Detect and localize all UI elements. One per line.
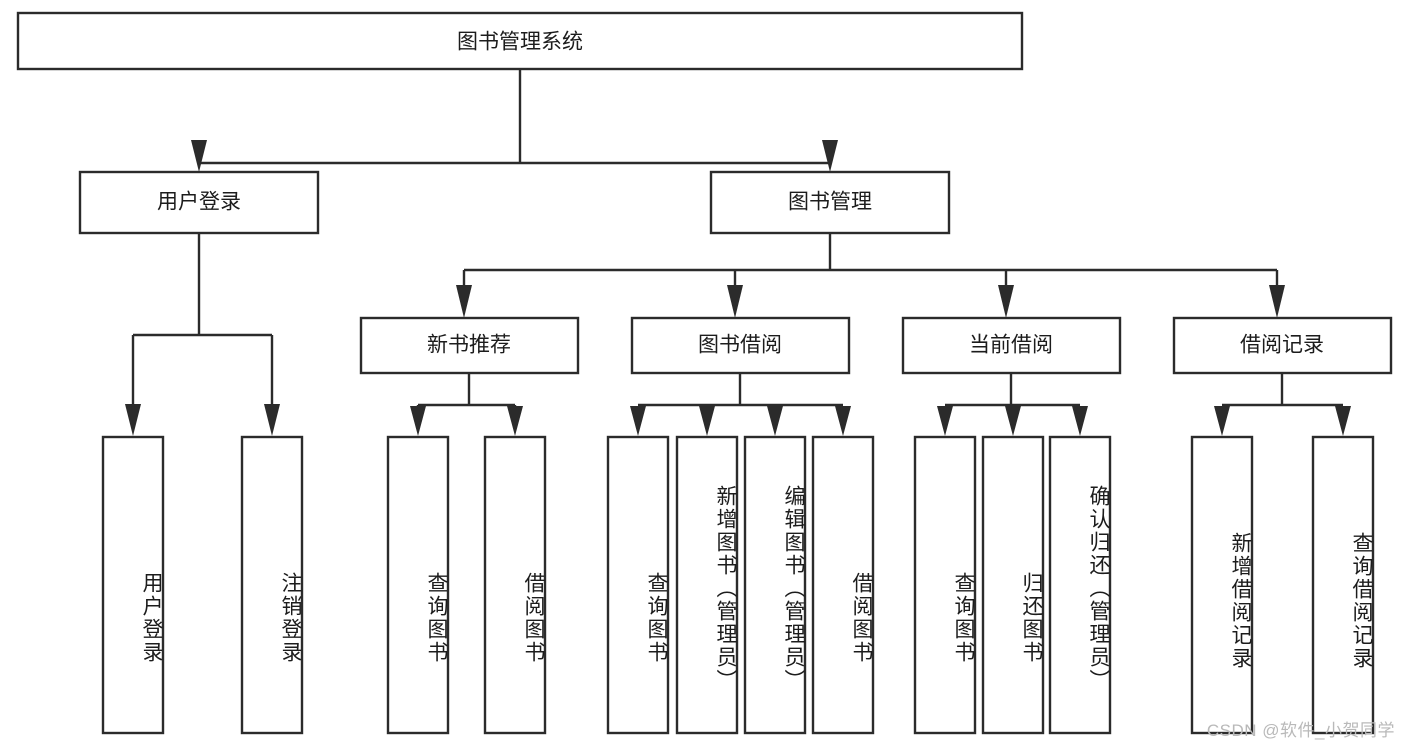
current-borrow-box[interactable] [901,316,1122,375]
leaf-boxes [101,435,1375,735]
connectors-book-borrow-children [630,373,851,436]
node-root[interactable]: 图书管理系统 [16,11,1024,71]
leaf-box-return-book[interactable] [981,435,1045,735]
node-borrow-record[interactable]: 借阅记录 [1172,316,1393,375]
arrowhead-leaf-edit-book [767,406,783,436]
leaf-box-query-book-3[interactable] [913,435,977,735]
leaf-box-add-record[interactable] [1190,435,1254,735]
arrowhead-leaf-user-login [125,404,141,436]
root-label: 图书管理系统 [457,31,583,54]
arrowhead-book-manage [822,140,838,172]
user-login-label: 用户登录 [157,191,241,214]
connectors-root [197,69,830,165]
leaf-box-add-book[interactable] [675,435,739,735]
current-borrow-label: 当前借阅 [969,334,1053,357]
arrowhead-leaf-return-book [1005,406,1021,436]
borrow-record-label: 借阅记录 [1240,334,1324,357]
node-current-borrow[interactable]: 当前借阅 [901,316,1122,375]
arrowhead-leaf-confirm-return [1072,406,1088,436]
arrowhead-leaf-query-book-3 [937,406,953,436]
arrowhead-user-login [191,140,207,172]
leaf-box-query-book-2[interactable] [606,435,670,735]
node-new-book-recommend[interactable]: 新书推荐 [359,316,580,375]
leaf-box-query-book-1[interactable] [386,435,450,735]
node-book-borrow[interactable]: 图书借阅 [630,316,851,375]
arrowhead-leaf-query-book-2 [630,406,646,436]
arrowhead-leaf-borrow-book-2 [835,406,851,436]
arrowhead-borrow-record [1269,285,1285,318]
node-book-manage[interactable]: 图书管理 [709,170,951,235]
arrowhead-leaf-borrow-book-1 [507,406,523,436]
book-borrow-label: 图书借阅 [698,334,782,357]
book-borrow-box[interactable] [630,316,851,375]
arrowhead-new-book-recommend [456,285,472,318]
connectors-borrow-record-children [1214,373,1351,436]
arrowhead-book-borrow [727,285,743,318]
root-box[interactable] [16,11,1024,71]
watermark: CSDN @软件_小贺同学 [1206,721,1395,740]
arrowhead-current-borrow [998,285,1014,318]
leaf-box-borrow-book-1[interactable] [483,435,547,735]
arrowhead-leaf-logout [264,404,280,436]
new-book-recommend-box[interactable] [359,316,580,375]
borrow-record-box[interactable] [1172,316,1393,375]
connectors-current-borrow-children [937,373,1088,436]
leaf-box-confirm-return[interactable] [1048,435,1112,735]
book-manage-box[interactable] [709,170,951,235]
book-manage-label: 图书管理 [788,191,872,214]
leaf-box-borrow-book-2[interactable] [811,435,875,735]
node-user-login[interactable]: 用户登录 [78,170,320,235]
user-login-box[interactable] [78,170,320,235]
arrowhead-leaf-query-book-1 [410,406,426,436]
leaf-box-query-record[interactable] [1311,435,1375,735]
leaf-box-edit-book[interactable] [743,435,807,735]
arrowhead-leaf-query-record [1335,406,1351,436]
arrowhead-leaf-add-book [699,406,715,436]
connectors-new-book-children [410,373,523,436]
arrowhead-leaf-add-record [1214,406,1230,436]
new-book-recommend-label: 新书推荐 [427,334,511,357]
leaf-box-logout[interactable] [240,435,304,735]
leaf-box-user-login[interactable] [101,435,165,735]
arrows-level2 [191,140,838,172]
connectors-user-login-subtree [125,233,280,436]
connectors-book-manage-subtree [456,233,1285,318]
